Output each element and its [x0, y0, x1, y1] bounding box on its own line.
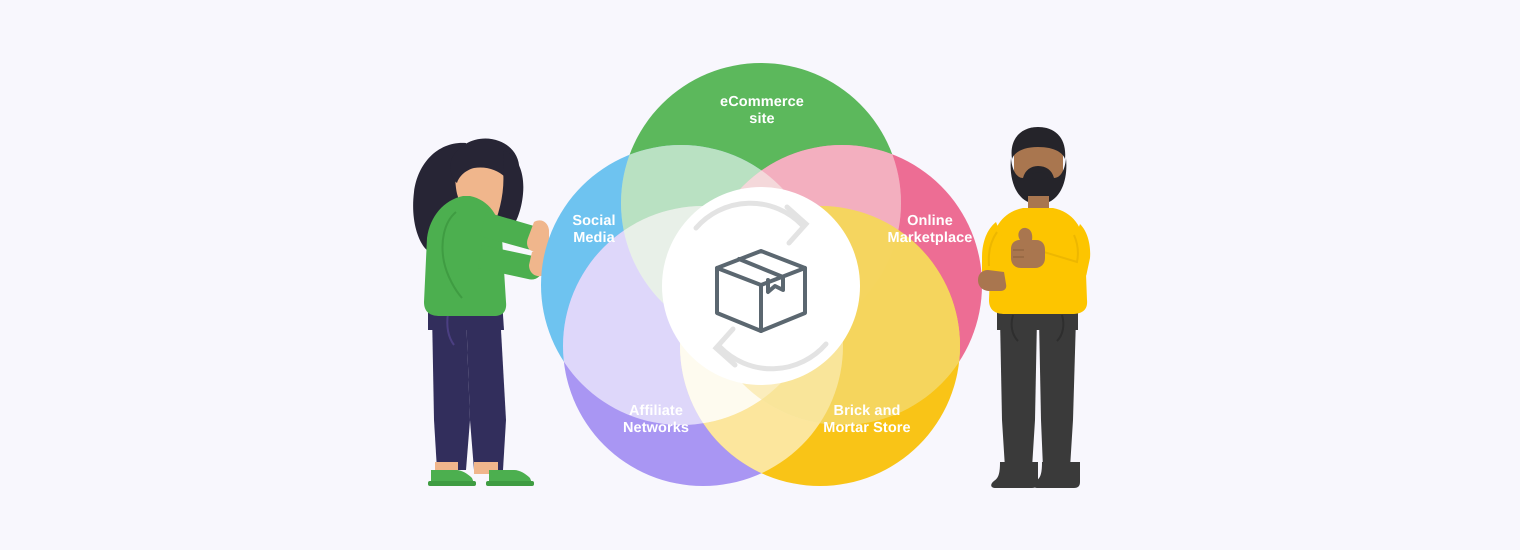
man-right-shoe: [1033, 462, 1080, 488]
man-thumbs-up-hand: [1011, 227, 1045, 268]
woman-upper-hand: [527, 220, 549, 255]
man-right-pocket: [1056, 314, 1065, 342]
man-left-sleeve-seam: [987, 231, 998, 267]
woman-upper-arm: [480, 212, 543, 250]
man-left-sleeve: [982, 222, 1006, 285]
man-right-leg: [1039, 318, 1076, 468]
woman-lower-arm: [478, 245, 544, 280]
man-left-leg: [1000, 318, 1037, 468]
man-left-pocket: [1010, 314, 1019, 342]
woman-pocket-stitch: [446, 312, 455, 346]
man-right-sleeve-seam: [1023, 234, 1079, 264]
woman-character: [413, 138, 553, 486]
man-hand-knuckles: [1013, 249, 1024, 258]
package-box-icon: [715, 249, 807, 333]
woman-right-shoe: [489, 470, 532, 483]
man-hair: [1011, 127, 1066, 159]
man-moustache: [1027, 172, 1050, 180]
woman-front-leg: [466, 312, 506, 470]
woman-jacket-seam: [441, 211, 463, 299]
man-left-hand: [978, 270, 1007, 291]
refresh-arrows-icon: [693, 200, 829, 372]
woman-left-shoe-sole: [428, 481, 476, 486]
woman-right-shoe-sole: [486, 481, 534, 486]
man-left-shoe: [991, 462, 1038, 488]
woman-back-leg: [432, 312, 470, 470]
woman-hair-front: [450, 138, 520, 183]
man-character: [978, 127, 1091, 488]
man-beard: [1010, 158, 1067, 205]
woman-left-shoe: [431, 470, 474, 483]
center-badge[interactable]: [662, 187, 860, 385]
